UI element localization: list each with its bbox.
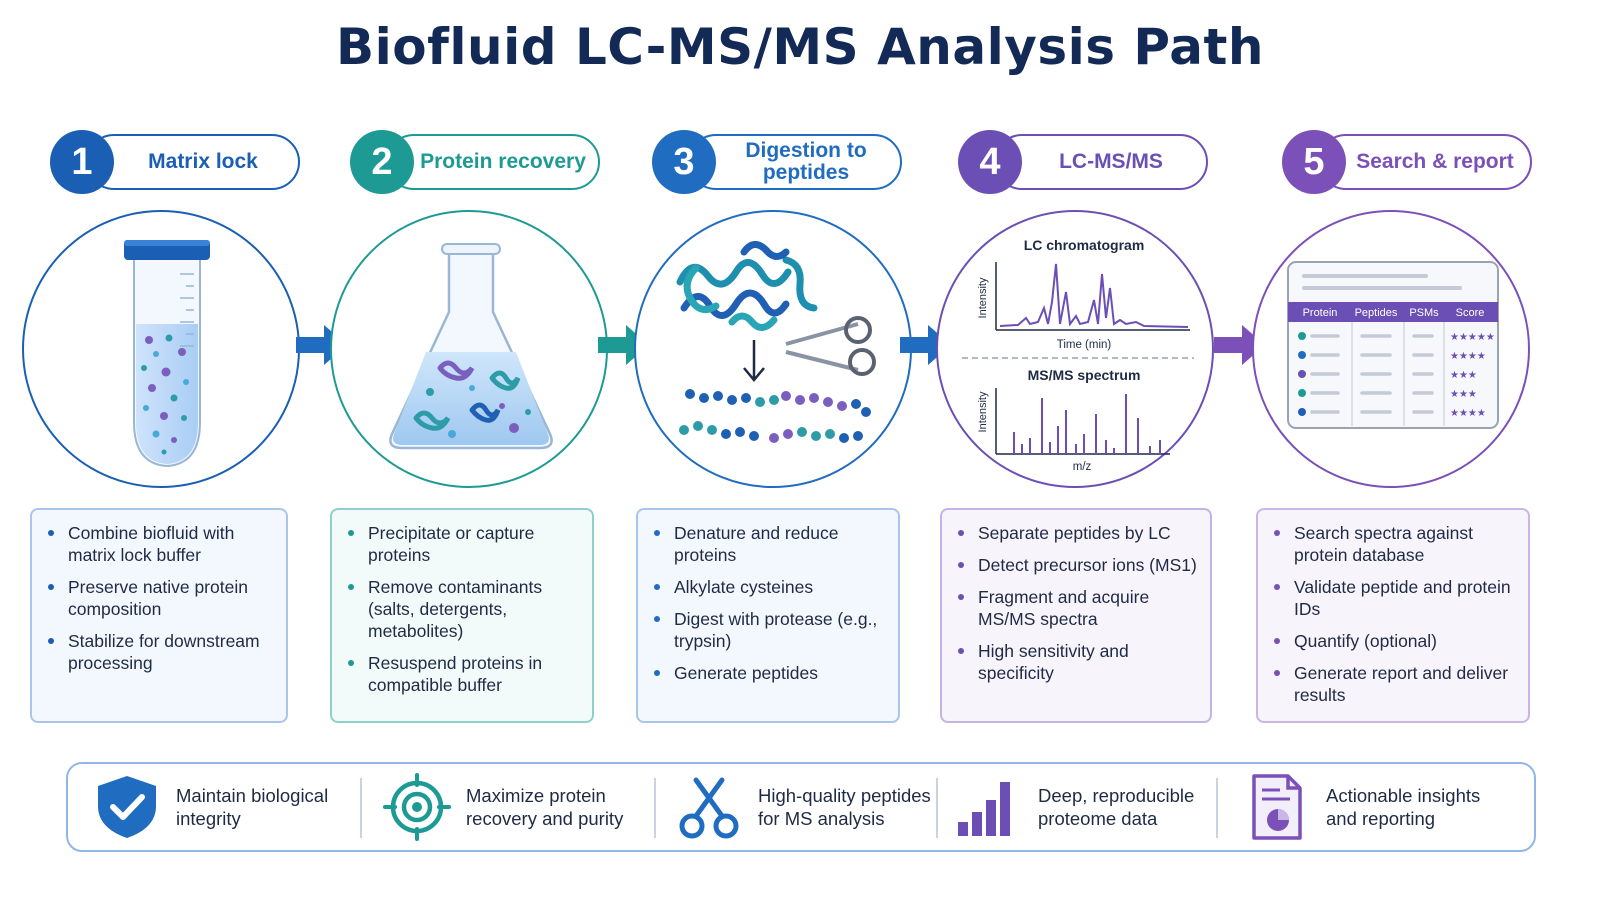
list-item: Fragment and acquire MS/MS spectra <box>956 586 1198 630</box>
lc-chromatogram-trace <box>999 263 1189 328</box>
step-5-label: Search & report <box>1318 134 1532 190</box>
list-item: Alkylate cysteines <box>652 576 886 598</box>
step-1-label: Matrix lock <box>86 134 300 190</box>
list-item: High sensitivity and specificity <box>956 640 1198 684</box>
msms-spectrum-ylabel: Intensity <box>977 391 989 432</box>
list-item: Validate peptide and protein IDs <box>1272 576 1516 620</box>
step-2-header: Protein recovery 2 <box>350 130 602 194</box>
benefit-item: High-quality peptides for MS analysis <box>672 764 942 850</box>
lc-chromatogram-xlabel: Time (min) <box>1057 339 1112 351</box>
peptide-fragments-icon <box>679 389 871 443</box>
report-score: ★★★ <box>1450 370 1477 381</box>
step-4-illustration: LC chromatogram Intensity Time (min) MS/… <box>936 210 1214 488</box>
report-header-protein: Protein <box>1303 307 1338 319</box>
report-pie-icon <box>1252 774 1302 840</box>
benefit-item: Maximize protein recovery and purity <box>380 764 650 850</box>
step-1-number: 1 <box>50 130 114 194</box>
step-4-label: LC-MS/MS <box>994 134 1208 190</box>
flask-icon <box>389 243 553 450</box>
step-2-number: 2 <box>350 130 414 194</box>
page-title: Biofluid LC-MS/MS Analysis Path <box>336 18 1264 76</box>
benefits-bar: Maintain biological integrity Maximize p… <box>66 762 1536 852</box>
target-icon <box>383 773 451 841</box>
step-1-header: Matrix lock 1 <box>50 130 302 194</box>
lc-chromatogram-ylabel: Intensity <box>977 277 989 318</box>
arrow-down-icon <box>743 340 765 382</box>
msms-spectrum-title: MS/MS spectrum <box>1028 367 1141 383</box>
lc-chromatogram-title: LC chromatogram <box>1024 237 1145 253</box>
list-item: Resuspend proteins in compatible buffer <box>346 652 580 696</box>
scissors-icon <box>679 777 739 839</box>
divider <box>936 778 938 838</box>
report-rows: ★★★★★ ★★★★ ★★★ ★★★ ★★★★ <box>1298 332 1495 419</box>
list-item: Remove contaminants (salts, detergents, … <box>346 576 580 642</box>
list-item: Generate peptides <box>652 662 886 684</box>
list-item: Precipitate or capture proteins <box>346 522 580 566</box>
msms-spectrum-peaks <box>1013 394 1161 454</box>
step-2-description: Precipitate or capture proteins Remove c… <box>330 508 594 723</box>
scissors-icon <box>785 316 876 376</box>
list-item: Stabilize for downstream processing <box>46 630 274 674</box>
benefit-item: Actionable insights and reporting <box>1240 764 1520 850</box>
report-header-score: Score <box>1456 307 1485 319</box>
step-4-number: 4 <box>958 130 1022 194</box>
benefit-text: High-quality peptides for MS analysis <box>758 785 931 829</box>
list-item: Digest with protease (e.g., trypsin) <box>652 608 886 652</box>
list-item: Detect precursor ions (MS1) <box>956 554 1198 576</box>
msms-spectrum-xlabel: m/z <box>1073 461 1092 473</box>
protein-structure-icon <box>676 241 818 331</box>
list-item: Separate peptides by LC <box>956 522 1198 544</box>
step-1-illustration <box>22 210 300 488</box>
step-4-header: LC-MS/MS 4 <box>958 130 1210 194</box>
benefit-text: Maintain biological integrity <box>176 785 329 829</box>
step-3-label: Digestion to peptides <box>688 134 902 190</box>
step-3-number: 3 <box>652 130 716 194</box>
divider <box>654 778 656 838</box>
benefit-text: Deep, reproducible proteome data <box>1038 785 1195 829</box>
benefit-item: Maintain biological integrity <box>90 764 360 850</box>
step-5-illustration: Protein Peptides PSMs Score ★★★★★ ★★★★ <box>1252 210 1530 488</box>
step-4-description: Separate peptides by LC Detect precursor… <box>940 508 1212 723</box>
step-5-header: Search & report 5 <box>1282 130 1534 194</box>
divider <box>1216 778 1218 838</box>
test-tube-icon <box>124 240 210 468</box>
report-score: ★★★★ <box>1450 408 1486 419</box>
list-item: Denature and reduce proteins <box>652 522 886 566</box>
report-header-psms: PSMs <box>1409 307 1439 319</box>
shield-check-icon <box>98 776 156 838</box>
step-3-description: Denature and reduce proteins Alkylate cy… <box>636 508 900 723</box>
step-3-header: Digestion to peptides 3 <box>652 130 904 194</box>
list-item: Preserve native protein composition <box>46 576 274 620</box>
step-1-description: Combine biofluid with matrix lock buffer… <box>30 508 288 723</box>
step-3-illustration <box>634 210 912 488</box>
step-2-label: Protein recovery <box>386 134 600 190</box>
bar-chart-icon <box>958 782 1010 836</box>
report-score: ★★★ <box>1450 389 1477 400</box>
benefit-text: Actionable insights and reporting <box>1326 785 1481 829</box>
step-2-illustration <box>330 210 608 488</box>
divider <box>360 778 362 838</box>
list-item: Generate report and deliver results <box>1272 662 1516 706</box>
benefit-text: Maximize protein recovery and purity <box>466 785 624 829</box>
step-5-number: 5 <box>1282 130 1346 194</box>
report-score: ★★★★ <box>1450 351 1486 362</box>
list-item: Combine biofluid with matrix lock buffer <box>46 522 274 566</box>
step-5-description: Search spectra against protein database … <box>1256 508 1530 723</box>
benefit-item: Deep, reproducible proteome data <box>952 764 1222 850</box>
report-score: ★★★★★ <box>1450 332 1495 343</box>
list-item: Search spectra against protein database <box>1272 522 1516 566</box>
report-header-peptides: Peptides <box>1355 307 1398 319</box>
list-item: Quantify (optional) <box>1272 630 1516 652</box>
